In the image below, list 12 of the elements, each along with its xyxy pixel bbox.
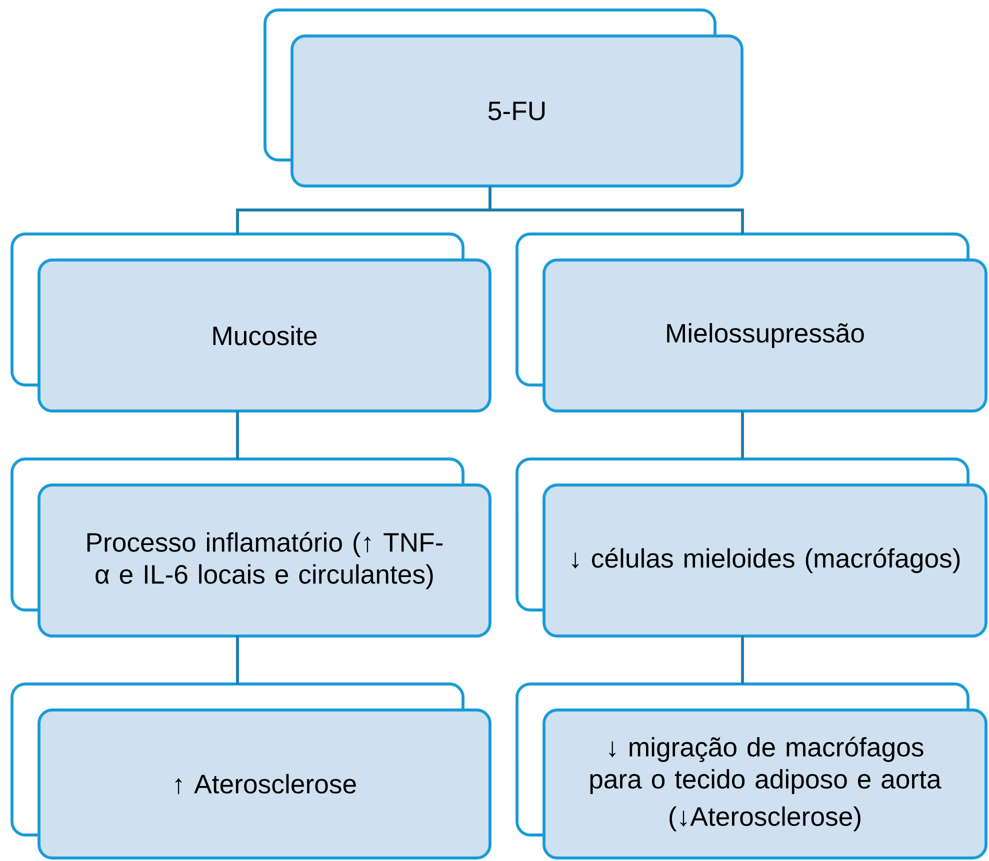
connector-line <box>741 636 744 684</box>
connector-line <box>741 410 744 460</box>
process-box: Processo inflamatório (↑ TNF-α e IL-6 locais e circulantes) <box>10 458 492 638</box>
connector-line <box>488 186 744 234</box>
process-box: ↓ células mieloides (macrófagos) <box>516 458 988 638</box>
connector-line <box>236 410 239 460</box>
process-box: ↓ migração de macrófagos para o tecido adiposo e aorta (↓Aterosclerose) <box>516 682 988 860</box>
process-box: 5-FU <box>264 8 744 188</box>
process-box: Mielossupressão <box>516 232 988 412</box>
process-box: ↑ Aterosclerose <box>10 682 492 860</box>
connector-line <box>236 636 239 684</box>
process-box: Mucosite <box>10 232 492 412</box>
